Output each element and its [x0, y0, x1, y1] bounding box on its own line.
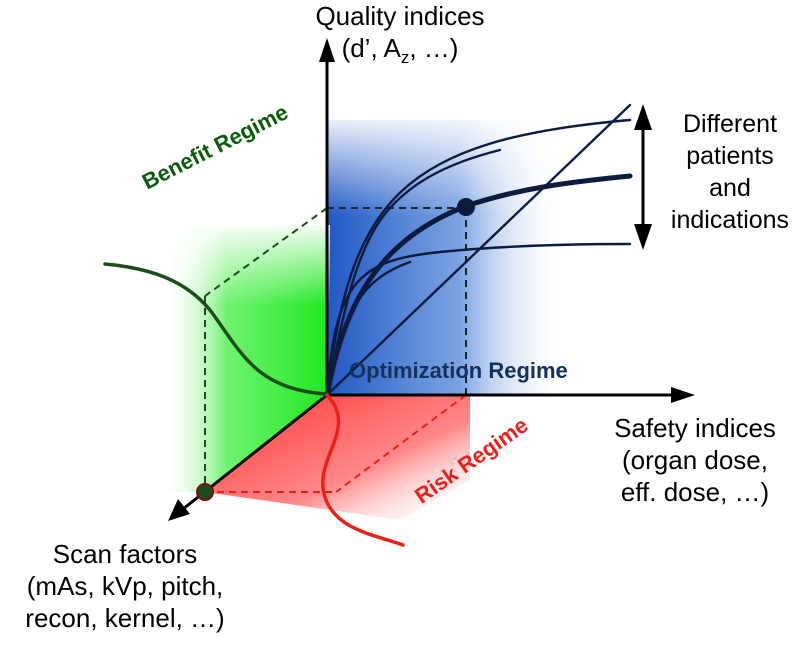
scan-axis-line-2: (mAs, kVp, pitch,: [26, 571, 224, 601]
safety-axis-title: Safety indices: [614, 413, 776, 443]
risk-projection-guide: [335, 394, 467, 493]
quality-subtitle-suffix: , …): [409, 33, 459, 63]
scan-axis-arrowhead: [168, 499, 190, 521]
optimization-region-fade: [327, 120, 567, 395]
benefit-curve: [103, 262, 329, 396]
quality-curve-linear: [325, 103, 632, 397]
scan-axis-label: Scan factors (mAs, kVp, pitch, recon, ke…: [0, 538, 250, 634]
quality-axis-label: Quality indices (d’, Az, …): [300, 0, 500, 74]
quality-axis-arrowhead: [319, 38, 335, 62]
safety-axis-label: Safety indices (organ dose, eff. dose, ……: [590, 412, 800, 508]
variation-arrow-down-head: [634, 224, 652, 250]
quality-curve-steep: [325, 148, 502, 397]
quality-curve-reference: [324, 173, 633, 398]
variation-arrow-up-head: [634, 104, 652, 130]
operating-point: [457, 198, 475, 216]
scan-axis-line-3: recon, kernel, …): [25, 603, 225, 633]
quality-subtitle-subscript: z: [400, 48, 410, 68]
quality-subtitle-prefix: (d’, A: [341, 33, 401, 63]
variation-line-3: and: [709, 174, 751, 202]
scan-axis-title: Scan factors: [52, 539, 198, 569]
variation-line-4: indications: [670, 206, 790, 234]
scan-point: [196, 483, 214, 501]
safety-axis-line-2: (organ dose,: [622, 445, 768, 475]
safety-axis-line-3: eff. dose, …): [620, 477, 770, 507]
variation-line-1: Different: [682, 110, 778, 138]
safety-axis-arrowhead: [671, 387, 695, 403]
quality-axis-subtitle: (d’, Az, …): [300, 32, 500, 74]
quality-axis-title: Quality indices: [315, 1, 485, 31]
benefit-projection-guide: [204, 207, 328, 297]
quality-curve-low: [325, 242, 632, 397]
optimization-regime-label: Optimization Regime: [349, 358, 568, 383]
risk-curve: [321, 393, 405, 547]
variation-line-2: patients: [686, 142, 774, 170]
risk-region: [205, 395, 470, 520]
variation-label: Different patients and indications: [660, 108, 800, 236]
